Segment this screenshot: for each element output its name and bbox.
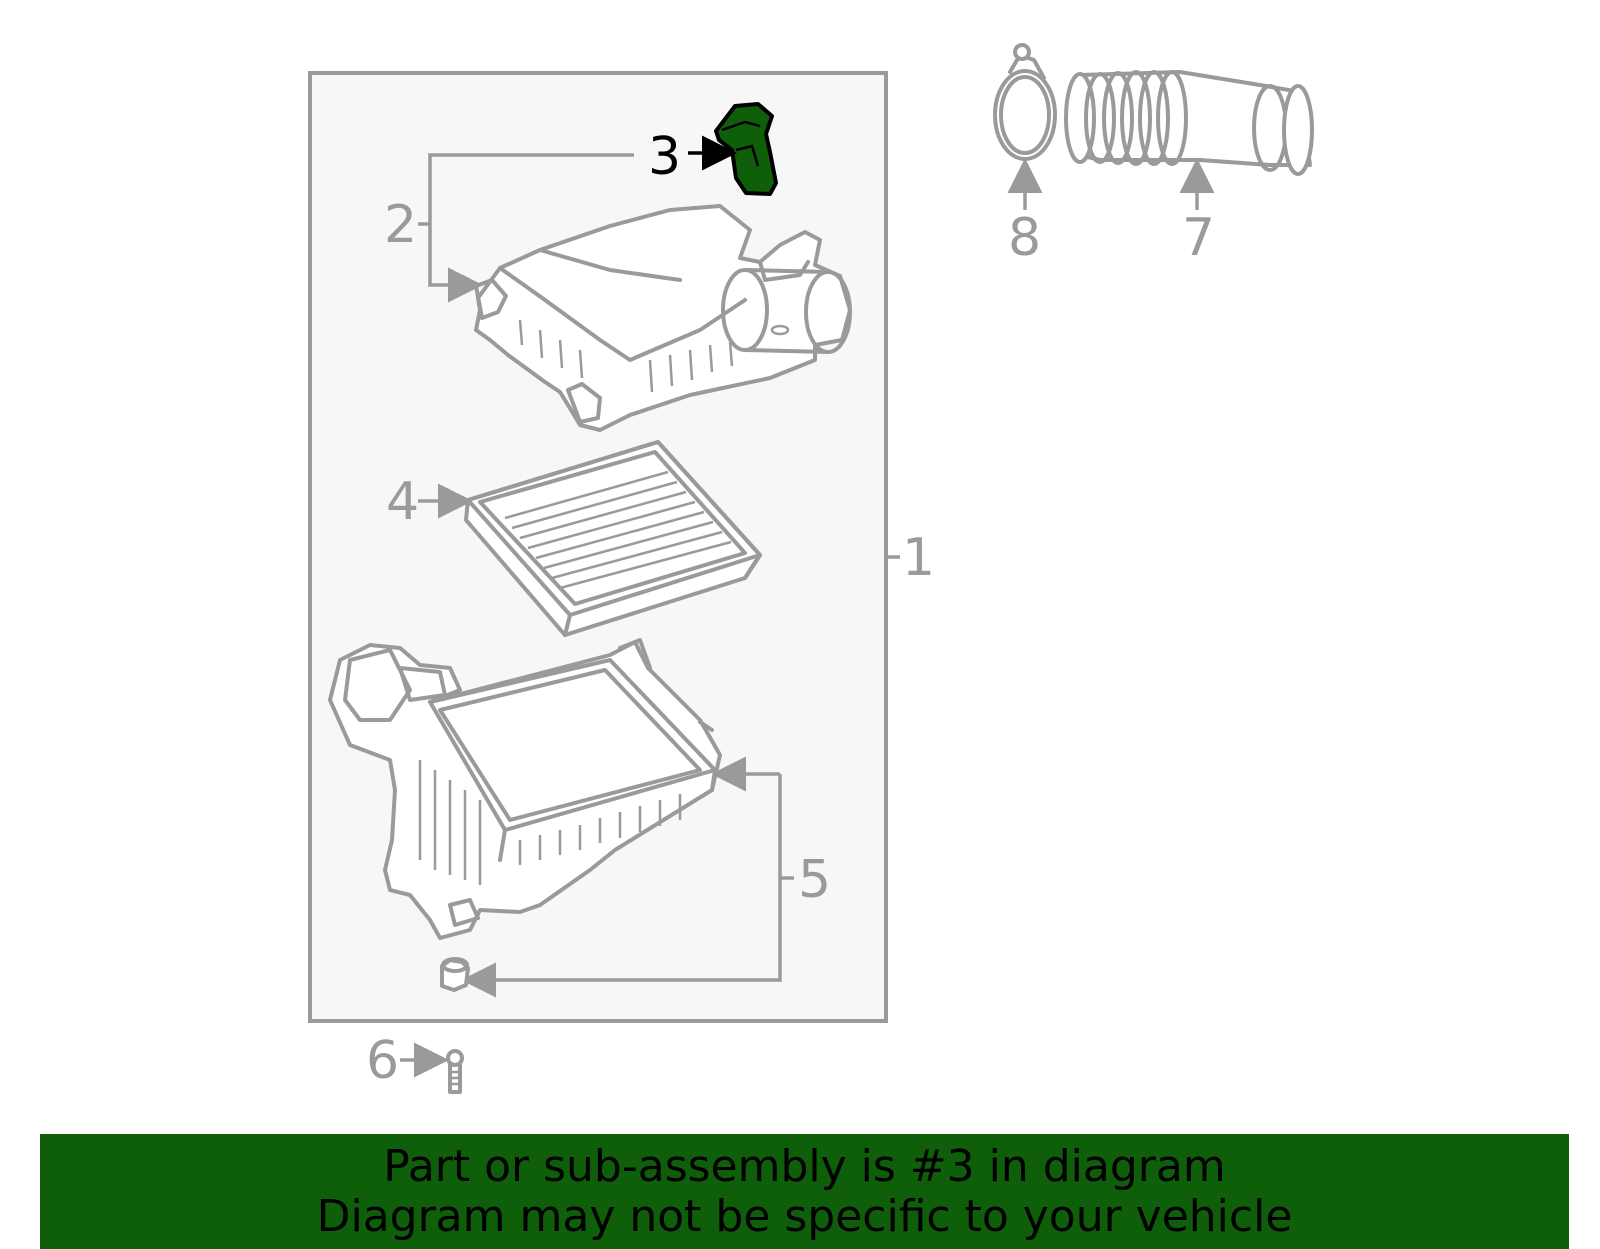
info-banner: Part or sub-assembly is #3 in diagram Di… [40,1134,1569,1249]
banner-line-2: Diagram may not be specific to your vehi… [316,1190,1293,1242]
callout-8: 8 [1008,208,1041,268]
parts-diagram: 1 3 2 4 5 [308,43,1314,1094]
callout-2: 2 [384,195,417,255]
callout-3: 3 [648,127,681,187]
part-2-upper-case[interactable] [474,204,852,432]
callout-7: 7 [1182,208,1215,268]
part-4-air-filter[interactable] [464,440,762,637]
part-8-hose-clamp[interactable] [993,43,1057,161]
part-6-bolt[interactable] [446,1049,464,1094]
banner-line-1: Part or sub-assembly is #3 in diagram [383,1140,1226,1192]
callout-6: 6 [366,1031,399,1091]
part-7-intake-hose[interactable] [1064,70,1314,176]
callout-1: 1 [902,528,935,588]
callout-4: 4 [386,472,419,532]
part-5-lower-case[interactable] [328,638,722,992]
callout-5: 5 [798,850,831,910]
